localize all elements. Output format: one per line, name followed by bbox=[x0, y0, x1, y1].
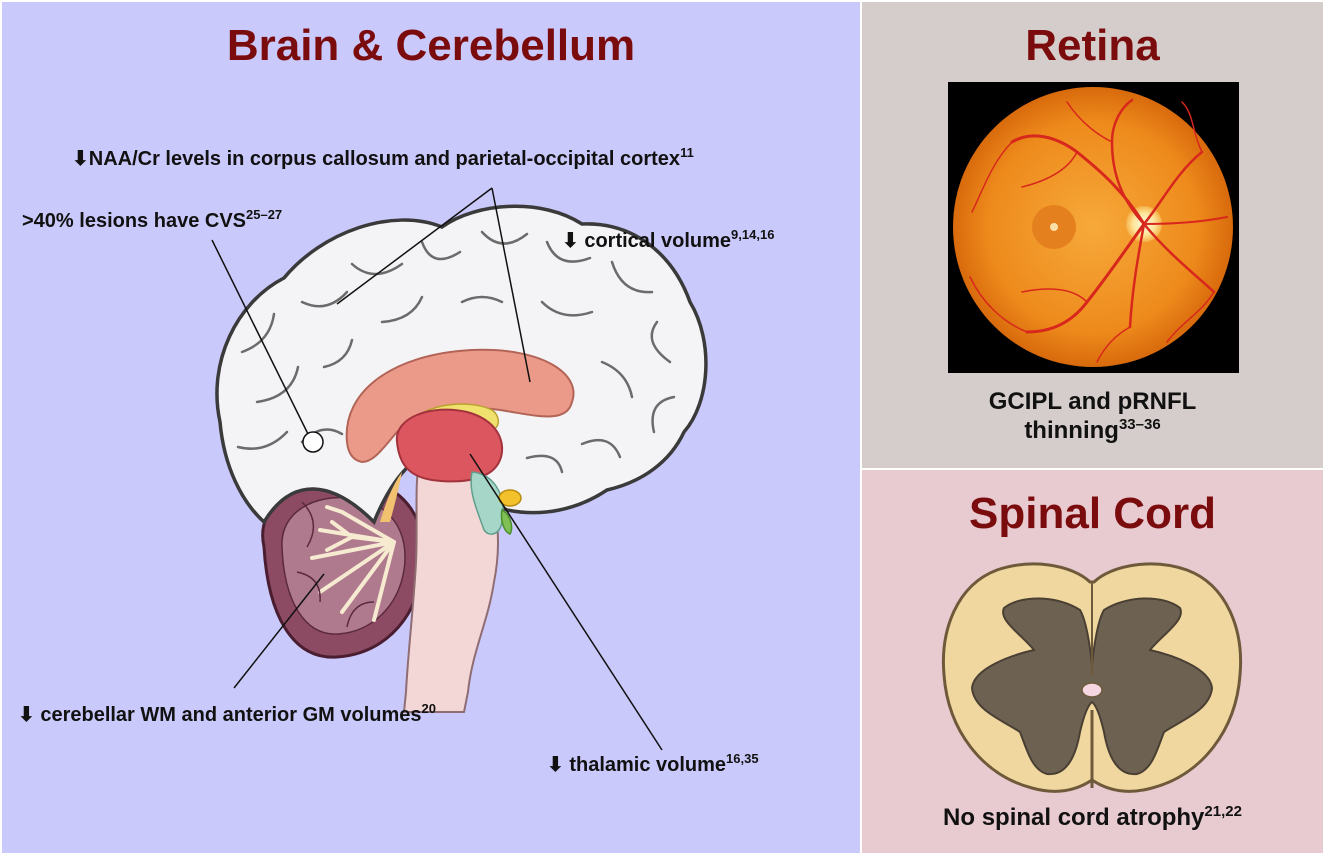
label-thalamic-text: thalamic volume bbox=[563, 754, 727, 776]
central-canal bbox=[1081, 682, 1103, 698]
spine-caption-text: No spinal cord atrophy bbox=[943, 804, 1205, 831]
spine-title: Spinal Cord bbox=[969, 489, 1216, 538]
retina-caption-line2: thinning bbox=[1024, 416, 1119, 444]
retinal-vessels bbox=[969, 98, 1228, 363]
label-thalamic: ⬇ thalamic volume16,35 bbox=[547, 751, 759, 777]
label-thalamic-ref: 16,35 bbox=[726, 751, 759, 766]
spinal-cord-illustration bbox=[941, 562, 1243, 793]
brain-illustration bbox=[211, 187, 708, 751]
spine-caption-ref: 21,22 bbox=[1204, 803, 1242, 820]
decrease-arrow-icon: ⬇ bbox=[18, 704, 35, 726]
retina-title: Retina bbox=[1025, 21, 1160, 70]
decrease-arrow-icon: ⬇ bbox=[562, 230, 579, 252]
retina-panel: Retina GCIPL and pRNFL thinning33–36 bbox=[862, 2, 1323, 468]
label-cortical: ⬇ cortical volume9,14,16 bbox=[562, 227, 775, 253]
fundus bbox=[953, 87, 1233, 367]
optic-structure bbox=[500, 508, 513, 535]
label-cvs-ref: 25–27 bbox=[246, 207, 283, 222]
label-naa-ref: 11 bbox=[680, 145, 694, 160]
retina-caption-line1: GCIPL and pRNFL bbox=[988, 388, 1197, 415]
decrease-arrow-icon: ⬇ bbox=[547, 754, 564, 776]
label-cerebellar-ref: 20 bbox=[421, 701, 437, 716]
thalamus bbox=[395, 408, 504, 483]
fovea-icon bbox=[1050, 223, 1058, 231]
label-naa: ⬇NAA/Cr levels in corpus callosum and pa… bbox=[72, 145, 694, 171]
label-cortical-ref: 9,14,16 bbox=[731, 227, 775, 242]
decrease-arrow-icon: ⬇ bbox=[72, 148, 89, 170]
leader-lines bbox=[211, 187, 663, 751]
label-cerebellar-text: cerebellar WM and anterior GM volumes bbox=[34, 704, 422, 726]
lesion-marker bbox=[302, 431, 324, 453]
retina-caption-ref: 33–36 bbox=[1118, 415, 1161, 433]
spine-panel: Spinal Cord No spinal cord atrophy21,22 bbox=[862, 470, 1323, 853]
retina-illustration bbox=[948, 82, 1239, 373]
label-cvs: >40% lesions have CVS25–27 bbox=[22, 207, 283, 233]
retina-caption: GCIPL and pRNFL thinning33–36 bbox=[862, 388, 1323, 446]
brain-panel: Brain & Cerebellum ⬇NAA/Cr levels in cor… bbox=[2, 2, 860, 853]
label-cvs-text: >40% lesions have CVS bbox=[22, 210, 247, 232]
brain-title: Brain & Cerebellum bbox=[226, 21, 636, 70]
midbrain-accent bbox=[380, 472, 402, 522]
spine-caption: No spinal cord atrophy21,22 bbox=[862, 804, 1323, 833]
label-cerebellar: ⬇ cerebellar WM and anterior GM volumes2… bbox=[18, 701, 437, 727]
label-naa-text: NAA/Cr levels in corpus callosum and par… bbox=[88, 148, 681, 170]
label-cortical-text: cortical volume bbox=[578, 230, 732, 252]
hypothalamus bbox=[470, 471, 504, 535]
cerebellum bbox=[261, 476, 426, 659]
